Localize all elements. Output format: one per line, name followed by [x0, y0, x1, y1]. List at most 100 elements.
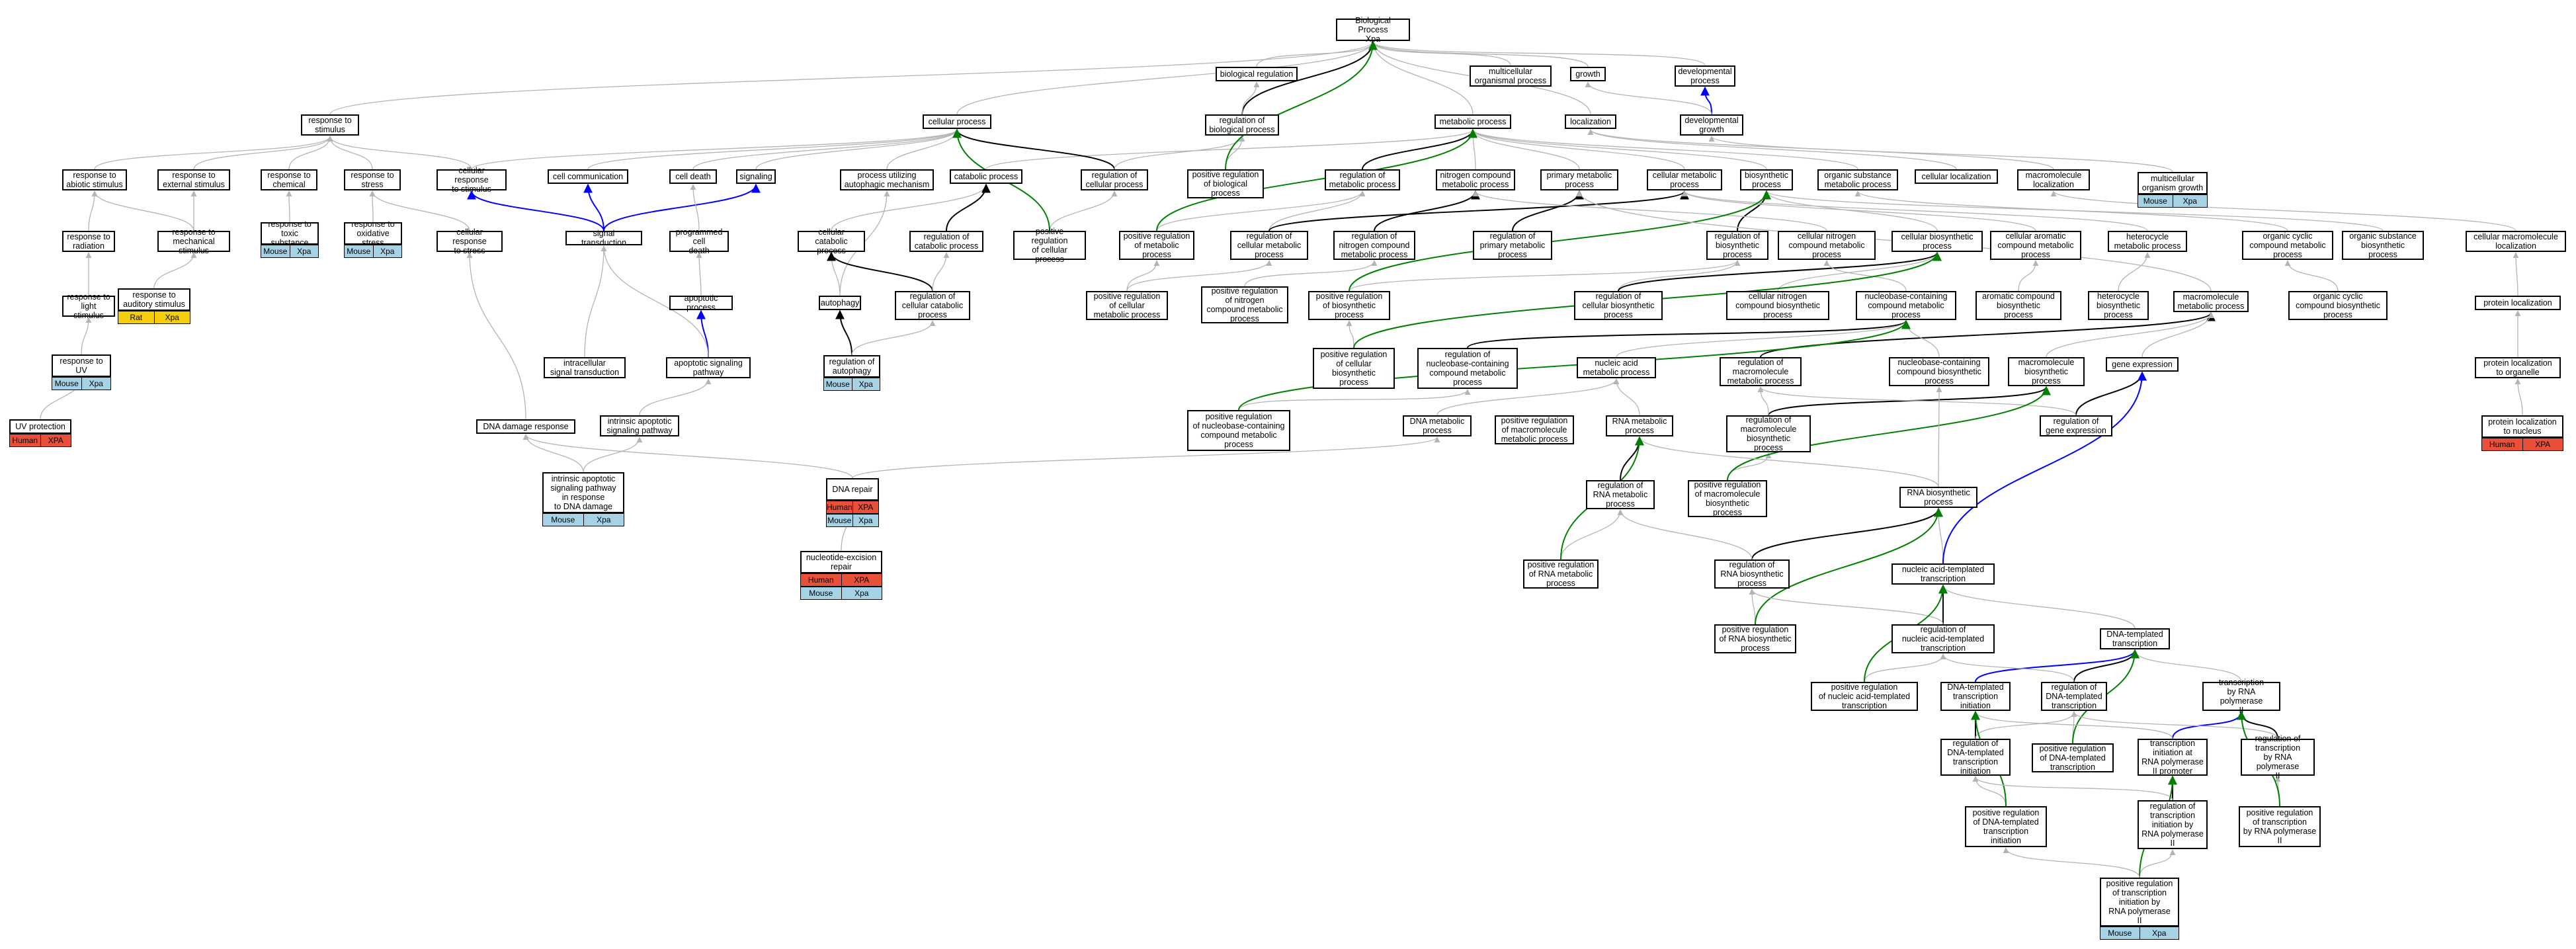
- annotation-mouse-cell: Xpa: [2173, 195, 2207, 207]
- go-term-signal-transduction: signal transduction: [565, 229, 642, 247]
- go-term-response-to-mechanical-stimulus: response to mechanical stimulus: [157, 227, 230, 255]
- go-term-regulation-of-macromolecule-biosynthetic-process: regulation of macromolecule biosynthetic…: [1726, 415, 1811, 452]
- go-term-biosynthetic-process: biosynthetic process: [1740, 169, 1793, 190]
- edge-gray: [2132, 649, 2242, 682]
- go-term-organic-cyclic-compound-metabolic-process: organic cyclic compound metabolic proces…: [2242, 231, 2333, 260]
- go-term-cellular-metabolic-process: cellular metabolic process: [1647, 169, 1722, 190]
- annotation-mouse-cell: Mouse: [827, 515, 853, 526]
- go-term-dna-templated-transcription-initiation: DNA-templated transcription initiation: [1940, 682, 2011, 711]
- go-term-bp: Biological Process Xpa: [1336, 16, 1410, 44]
- go-term-regulation-of-macromolecule-metabolic-process: regulation of macromolecule metabolic pr…: [1720, 357, 1802, 386]
- go-term-cellular-response-to-stress: cellular response to stress: [436, 227, 503, 255]
- go-term-heterocycle-biosynthetic-process: heterocycle biosynthetic process: [2088, 291, 2149, 320]
- go-term-developmental-growth: developmental growth: [1680, 114, 1743, 136]
- go-term-biological-regulation: biological regulation: [1216, 67, 1298, 81]
- annotation-mouse-cell: Xpa: [841, 587, 882, 599]
- edge-black: [1241, 40, 1378, 115]
- go-term-response-to-chemical: response to chemical: [261, 169, 317, 190]
- edge-green: [1755, 507, 1943, 625]
- go-term-regulation-of-transcription-initiation-by-rna-pol-ii: regulation of transcription initiation b…: [2138, 800, 2208, 849]
- edge-gray: [1777, 252, 1940, 292]
- go-term-response-to-external-stimulus: response to external stimulus: [157, 169, 230, 190]
- go-term-cell-death: cell death: [669, 169, 717, 184]
- edge-gray: [286, 190, 292, 223]
- go-term-response-to-oxidative-stress: response to oxidative stress: [344, 220, 402, 247]
- edge-gray: [1470, 129, 1858, 170]
- go-term-regulation-of-biological-process: regulation of biological process: [1205, 114, 1279, 136]
- edge-black: [1751, 507, 1943, 560]
- edge-gray: [1972, 711, 2173, 739]
- go-term-dna-damage-response: DNA damage response: [476, 419, 575, 434]
- edge-gray: [1936, 386, 1942, 487]
- go-term-regulation-of-nucleic-acid-templated-transcription: regulation of nucleic acid-templated tra…: [1891, 624, 1995, 653]
- edge-gray: [153, 252, 197, 289]
- go-term-macromolecule-metabolic-process: macromolecule metabolic process: [2173, 291, 2249, 312]
- edge-gray: [1114, 136, 1245, 170]
- go-term-regulation-of-metabolic-process: regulation of metabolic process: [1325, 169, 1400, 190]
- go-term-macromolecule-biosynthetic-process: macromolecule biosynthetic process: [2008, 357, 2085, 386]
- go-term-dna-repair: DNA repair: [826, 478, 879, 501]
- edge-black: [2075, 371, 2147, 416]
- go-term-organic-substance-biosynthetic-process: organic substance biosynthetic process: [2342, 231, 2424, 260]
- edge-black: [1620, 436, 1644, 481]
- edge-gray: [1681, 190, 2036, 231]
- go-term-positive-regulation-of-nitrogen-compound-metabolic-process: positive regulation of nitrogen compound…: [1201, 286, 1288, 323]
- annotation-mouse-cell: Xpa: [81, 378, 110, 390]
- go-term-process-utilizing-autophagic-mechanism: process utilizing autophagic mechanism: [840, 169, 934, 190]
- edge-blue: [603, 183, 761, 231]
- go-term-regulation-of-dna-templated-transcription-initiation: regulation of DNA-templated transcriptio…: [1940, 739, 2011, 776]
- edge-gray: [932, 252, 950, 292]
- go-term-response-to-stimulus: response to stimulus: [301, 114, 359, 136]
- go-term-metabolic-process: metabolic process: [1434, 114, 1511, 129]
- edge-gray: [2141, 312, 2214, 358]
- edge-gray: [1470, 129, 1685, 170]
- edge-gray: [1126, 260, 1272, 292]
- edge-gray: [690, 184, 700, 231]
- edge-gray: [327, 136, 472, 170]
- go-term-transcription-initiation-at-rna-pol-ii-promoter: transcription initiation at RNA polymera…: [2138, 739, 2208, 776]
- go-term-regulation-of-cellular-catabolic-process: regulation of cellular catabolic process: [895, 291, 970, 320]
- go-term-regulation-of-cellular-metabolic-process: regulation of cellular metabolic process: [1230, 231, 1308, 260]
- go-term-regulation-of-cellular-process: regulation of cellular process: [1081, 169, 1148, 190]
- edge-gray: [601, 245, 709, 358]
- edge-gray: [1636, 436, 1939, 487]
- edge-gray: [1972, 776, 2173, 801]
- go-term-nucleobase-containing-compound-metabolic-process: nucleobase-containing compound metabolic…: [1856, 291, 1956, 320]
- edge-gray: [1708, 136, 2173, 173]
- edge-gray: [1935, 508, 1944, 564]
- edge-black: [1362, 128, 1477, 170]
- annotation-human-cell: XPA: [852, 501, 878, 513]
- go-term-protein-localization: protein localization: [2475, 296, 2561, 310]
- go-term-cell-communication: cell communication: [548, 169, 628, 184]
- edge-black: [1467, 319, 1911, 349]
- go-term-multicellular-organism-growth: multicellular organism growth: [2138, 172, 2208, 194]
- edge-black: [835, 309, 852, 356]
- annotation-mouse-cell: Xpa: [373, 245, 401, 257]
- edge-gray: [1616, 320, 1909, 358]
- edge-gray: [88, 190, 98, 231]
- go-term-cellular-biosynthetic-process: cellular biosynthetic process: [1891, 231, 1983, 252]
- edge-blue: [1975, 649, 2140, 682]
- go-term-regulation-of-rna-metabolic-process-box: positive regulation of macromolecule met…: [1495, 415, 1574, 444]
- go-term-aromatic-compound-biosynthetic-process: aromatic compound biosynthetic process: [1975, 291, 2061, 320]
- annotation-human-cell: XPA: [40, 434, 71, 446]
- go-term-positive-regulation-of-rna-metabolic-process: positive regulation of RNA metabolic pro…: [1523, 559, 1599, 589]
- go-term-positive-regulation-of-biological-process: positive regulation of biological proces…: [1187, 169, 1264, 198]
- go-term-response-to-auditory-stimulus: response to auditory stimulus: [118, 288, 190, 311]
- edge-gray: [1757, 386, 2077, 416]
- edge-gray: [1763, 190, 2384, 231]
- go-term-positive-regulation-of-cellular-metabolic-process: positive regulation of cellular metaboli…: [1086, 291, 1168, 320]
- annotation-mouse-cell: Mouse: [2100, 927, 2140, 939]
- edge-green: [1225, 40, 1378, 170]
- annotation-mouse-cell: Mouse: [345, 245, 374, 257]
- go-term-nitrogen-compound-metabolic-process: nitrogen compound metabolic process: [1436, 169, 1515, 190]
- go-term-macromolecule-localization: macromolecule localization: [2017, 169, 2090, 190]
